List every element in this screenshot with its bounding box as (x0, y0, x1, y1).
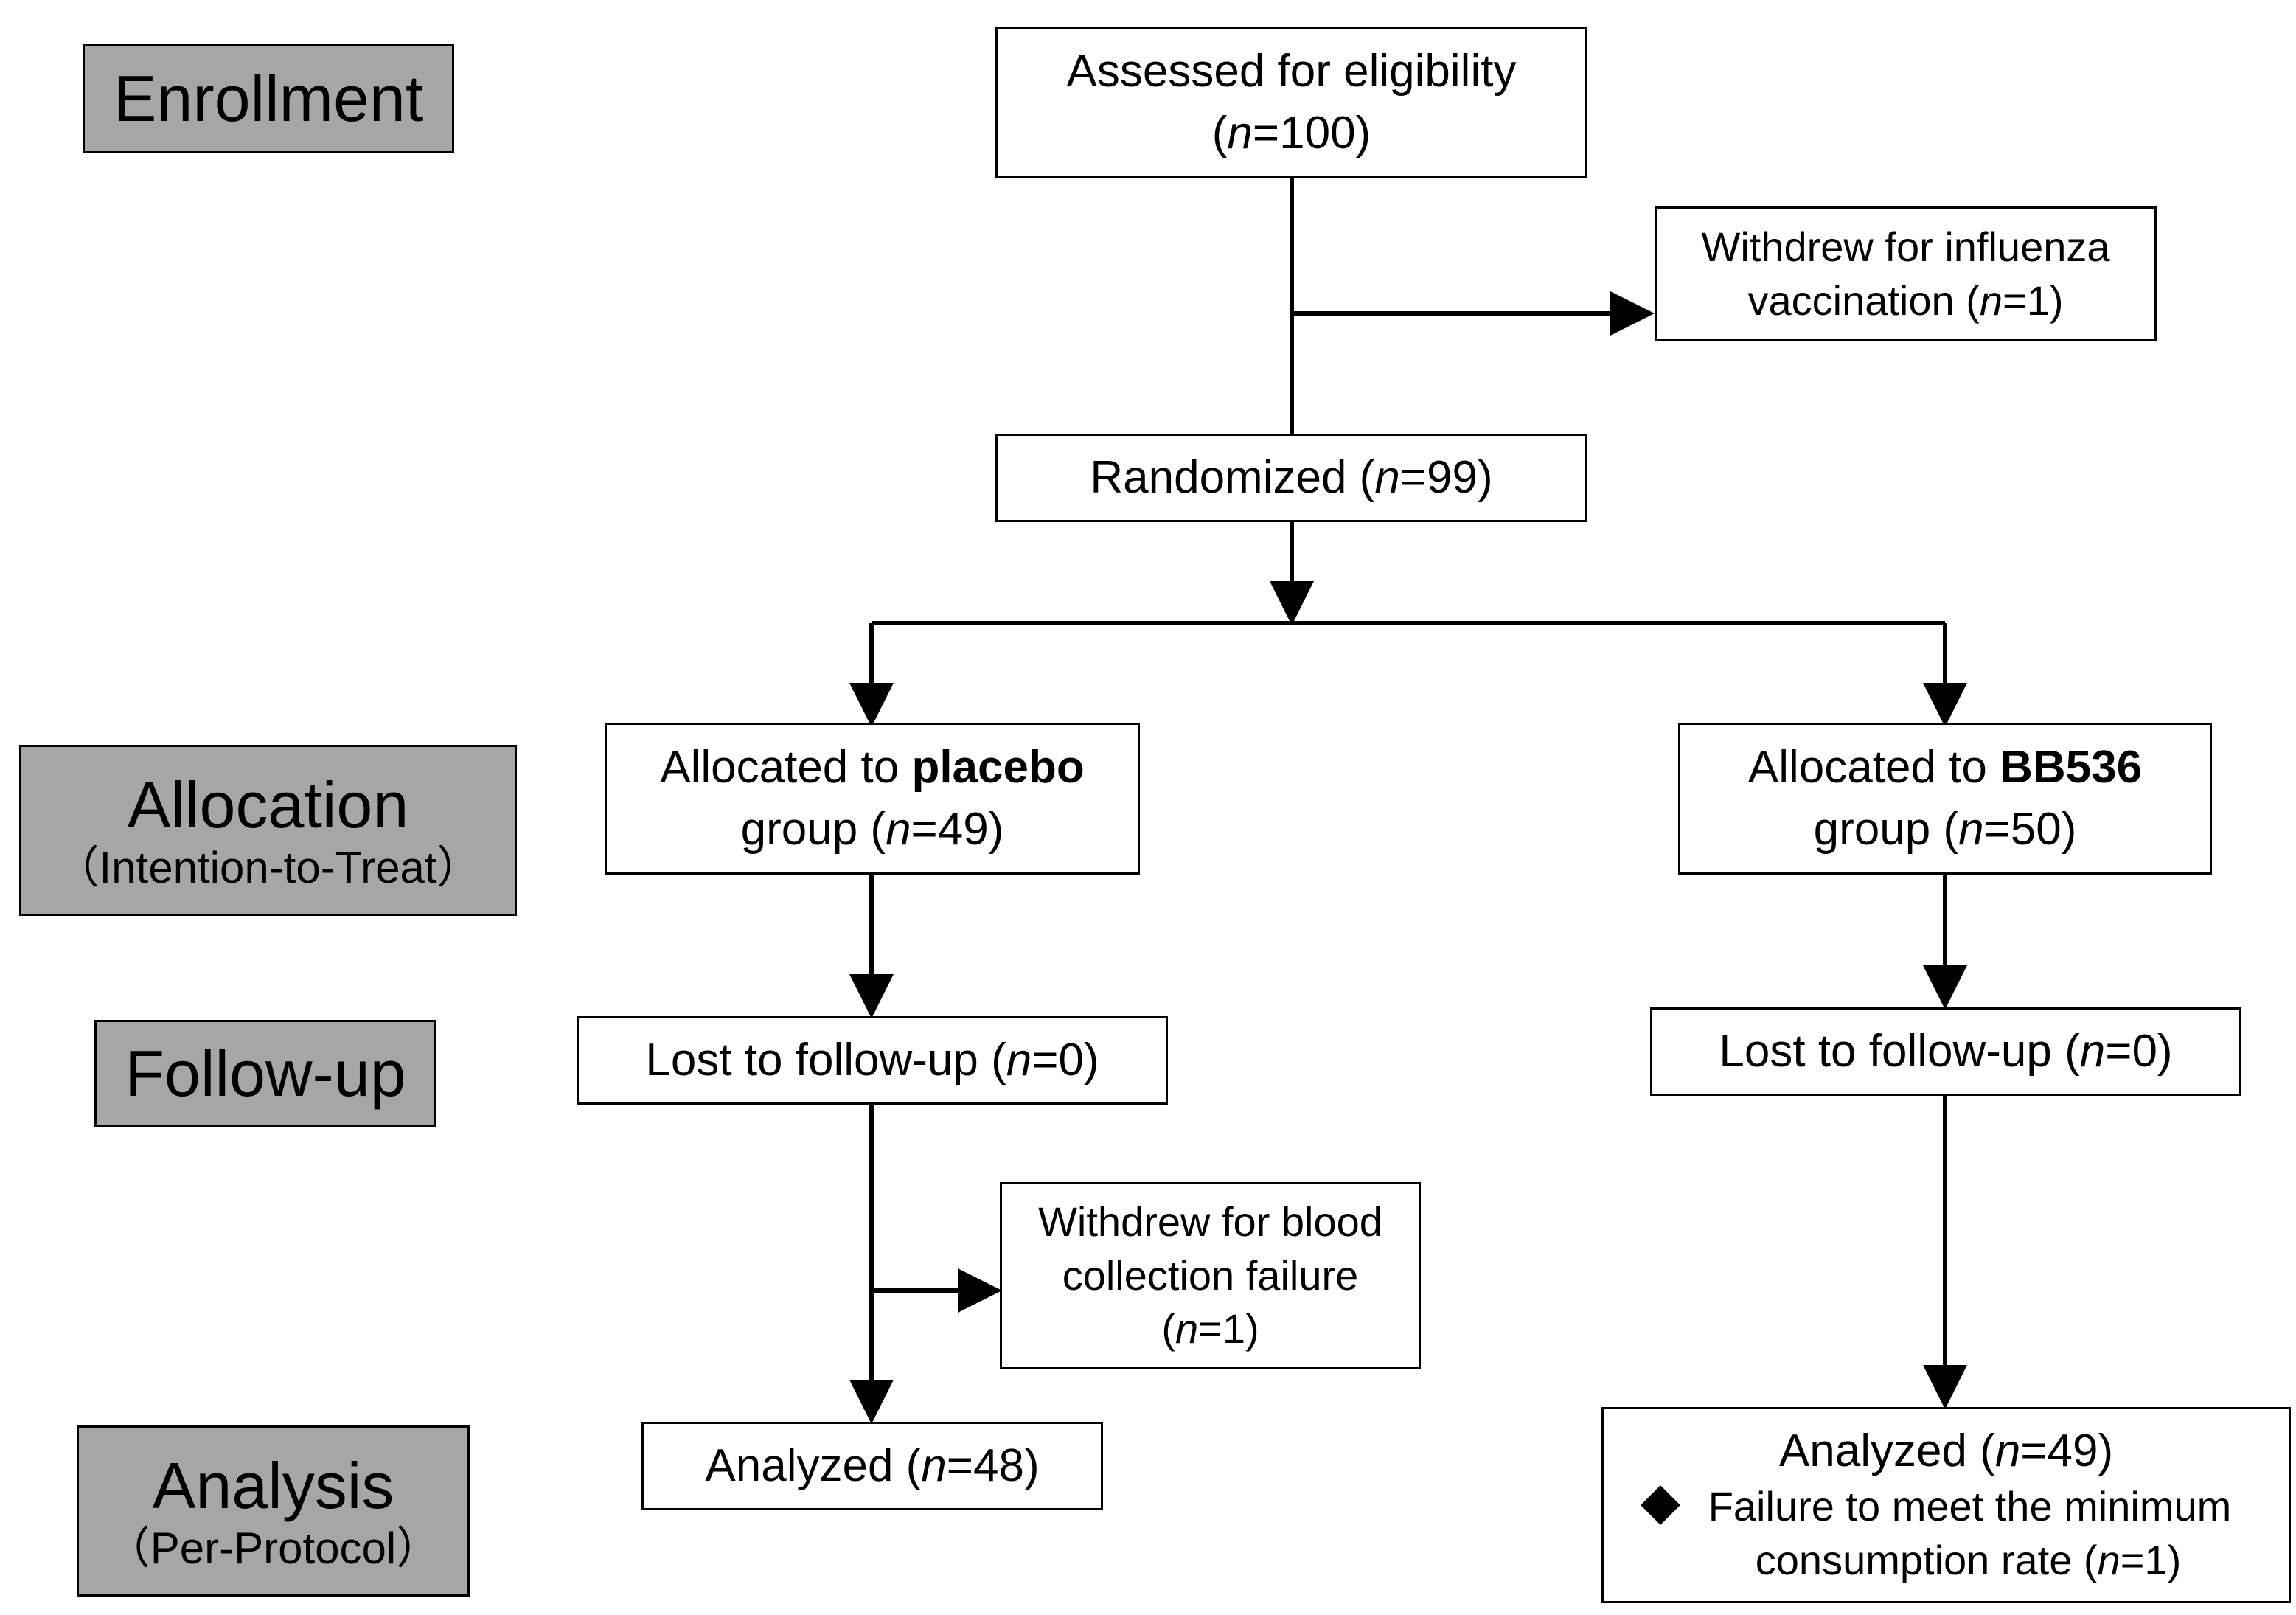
assessed-line1: Assessed for eligibility (1066, 46, 1517, 97)
stage-allocation-label: Allocation (127, 768, 409, 841)
stage-enrollment: Enrollment (83, 44, 454, 153)
box-lost-followup-bb536: Lost to follow-up (n=0) (1650, 1007, 2241, 1096)
analyzed-bb536-note-line2: consumption rate (n=1) (1755, 1536, 2182, 1583)
withdrew-blood-line1: Withdrew for blood (1038, 1198, 1382, 1245)
box-allocated-placebo: Allocated to placebo group (n=49) (605, 723, 1140, 875)
box-assessed-for-eligibility: Assessed for eligibility (n=100) (995, 27, 1587, 178)
withdrew-blood-line2: collection failure (1062, 1251, 1359, 1299)
box-allocated-bb536: Allocated to BB536 group (n=50) (1678, 723, 2212, 875)
stage-enrollment-label: Enrollment (113, 62, 424, 136)
analyzed-bb536-text: Analyzed (n=49) (1778, 1425, 2114, 1477)
withdrew-blood-line3: (n=1) (1161, 1305, 1259, 1352)
box-lost-followup-placebo: Lost to follow-up (n=0) (577, 1016, 1168, 1105)
lost-placebo-text: Lost to follow-up (n=0) (645, 1035, 1099, 1086)
stage-analysis: Analysis （Per-Protocol） (77, 1425, 470, 1597)
analyzed-bb536-note-line1: Failure to meet the minimum (1640, 1480, 2231, 1534)
assessed-count: (n=100) (1211, 108, 1371, 159)
placebo-line1: Allocated to placebo (660, 742, 1085, 793)
bb536-line2: group (n=50) (1813, 804, 2077, 855)
stage-analysis-label: Analysis (152, 1448, 394, 1522)
analyzed-placebo-text: Analyzed (n=48) (705, 1440, 1040, 1492)
lost-bb536-text: Lost to follow-up (n=0) (1719, 1026, 2173, 1077)
box-withdrew-blood-collection: Withdrew for blood collection failure (n… (1000, 1182, 1421, 1369)
withdrew-flu-line2: vaccination (n=1) (1747, 277, 2064, 324)
placebo-line2: group (n=49) (740, 804, 1004, 855)
box-analyzed-placebo: Analyzed (n=48) (641, 1422, 1103, 1510)
box-withdrew-influenza: Withdrew for influenza vaccination (n=1) (1655, 206, 2157, 341)
bb536-line1: Allocated to BB536 (1747, 742, 2143, 793)
box-analyzed-bb536: Analyzed (n=49) Failure to meet the mini… (1601, 1407, 2291, 1603)
withdrew-flu-line1: Withdrew for influenza (1701, 223, 2110, 270)
stage-allocation: Allocation （Intention-to-Treat） (19, 745, 517, 916)
randomized-text: Randomized (n=99) (1090, 452, 1493, 504)
stage-followup-label: Follow-up (125, 1036, 406, 1110)
stage-analysis-sublabel: （Per-Protocol） (105, 1524, 441, 1574)
stage-followup: Follow-up (94, 1020, 436, 1127)
stage-allocation-sublabel: （Intention-to-Treat） (55, 843, 481, 893)
diamond-bullet-icon (1640, 1485, 1680, 1526)
box-randomized: Randomized (n=99) (995, 434, 1587, 522)
